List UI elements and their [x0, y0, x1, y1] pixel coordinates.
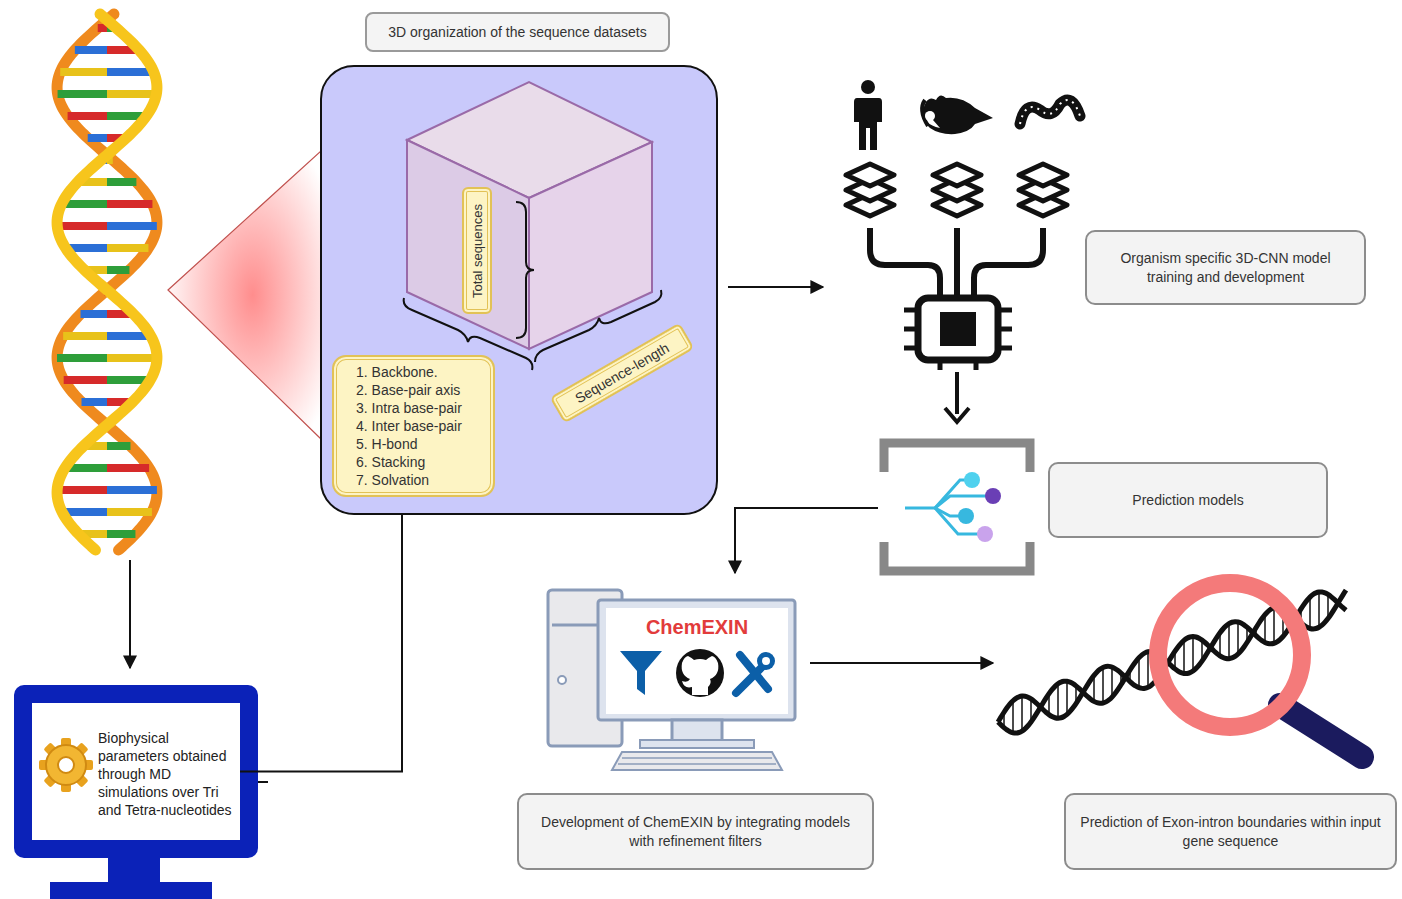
gear-icon	[32, 703, 102, 840]
list-item: 4. Inter base-pair	[356, 417, 485, 435]
helix-strand	[57, 14, 157, 550]
monitor-screen: Biophysical parameters obtained through …	[32, 703, 240, 840]
layer-icon	[846, 164, 894, 186]
human-icon	[854, 98, 882, 150]
helix-rung	[107, 222, 157, 230]
helix-rung	[57, 354, 107, 362]
label-text: Organism specific 3D-CNN model training …	[1101, 249, 1350, 287]
helix-rung	[1183, 640, 1185, 673]
tool-icons	[612, 645, 782, 701]
helix-rung	[88, 134, 107, 142]
helix-rung	[64, 376, 107, 384]
layer-icon	[1019, 164, 1067, 186]
helix-rung	[107, 90, 156, 98]
worm-icon	[1020, 100, 1080, 124]
arrow	[810, 662, 993, 664]
helix-rung	[81, 398, 107, 406]
helix-rung	[58, 90, 107, 98]
chip-icon	[904, 298, 1012, 370]
helix-rung	[1318, 592, 1320, 628]
helix-rung	[75, 46, 107, 54]
list-item: 7. Solvation	[356, 471, 485, 489]
helix-rung	[1102, 667, 1104, 703]
helix-rung	[57, 486, 107, 494]
helix-rung	[107, 508, 152, 516]
label-text: ChemEXIN	[646, 616, 748, 639]
rat-icon	[925, 111, 935, 121]
parameter-list: 1. Backbone.2. Base-pair axis3. Intra ba…	[332, 355, 495, 497]
helix-rung	[1147, 652, 1149, 688]
step-label: Prediction of Exon-intron boundaries wit…	[1064, 793, 1397, 870]
helix-rung	[107, 354, 157, 362]
helix-rung	[107, 530, 135, 538]
helix-rung	[107, 266, 129, 274]
helix-rung	[1066, 681, 1068, 714]
label-text: Prediction models	[1132, 491, 1243, 510]
cube-face	[529, 142, 652, 349]
helix-rung	[1309, 597, 1311, 629]
tool-screen: ChemEXIN	[606, 608, 788, 714]
step-label: Prediction models	[1048, 462, 1328, 538]
model-merge-lines	[870, 228, 1043, 298]
layer-stacks	[846, 164, 1067, 216]
helix-rung	[1192, 636, 1194, 671]
label-text: Biophysical parameters obtained through …	[98, 729, 232, 819]
label-text: Development of ChemEXIN by integrating m…	[533, 813, 858, 851]
helix-rung	[60, 68, 107, 76]
list-item: 2. Base-pair axis	[356, 381, 485, 399]
dna-helix	[57, 14, 157, 550]
label-text: Total sequences	[470, 204, 485, 298]
helix-strand	[57, 14, 157, 550]
brace	[404, 202, 662, 370]
layer-icon	[933, 164, 981, 186]
arrow	[129, 560, 131, 668]
list-item: 3. Intra base-pair	[356, 399, 485, 417]
arrow	[728, 286, 823, 288]
connector-arrow	[240, 498, 402, 772]
step-label: Organism specific 3D-CNN model training …	[1085, 230, 1366, 305]
worm-icon	[1020, 100, 1080, 124]
helix-rung	[107, 200, 152, 208]
monitor-neck	[108, 858, 160, 882]
computer	[548, 590, 795, 770]
organism-icons	[854, 80, 1080, 150]
monitor-frame	[14, 685, 258, 858]
helix-rung	[1057, 684, 1059, 719]
monitor-base	[50, 882, 212, 899]
list-item: 5. H-bond	[356, 435, 485, 453]
helix-rung	[57, 222, 107, 230]
helix-rung	[107, 486, 157, 494]
helix-rung	[1237, 622, 1239, 654]
wire	[258, 781, 268, 783]
helix-rung	[107, 442, 130, 450]
helix-rung	[1273, 607, 1275, 643]
step-label: Development of ChemEXIN by integrating m…	[517, 793, 874, 870]
monitor	[14, 685, 268, 899]
arrow-head	[945, 408, 969, 422]
panel-heading: 3D organization of the sequence datasets	[365, 12, 670, 52]
label-text: Prediction of Exon-intron boundaries wit…	[1080, 813, 1381, 851]
human-icon	[861, 80, 875, 94]
helix-rung	[1228, 624, 1230, 659]
helix-rung	[68, 112, 107, 120]
list-item: 1. Backbone.	[356, 363, 485, 381]
arrow	[735, 508, 878, 573]
label-text: Sequence-length	[572, 340, 672, 407]
list-item: 6. Stacking	[356, 453, 485, 471]
axis-label: Total sequences	[462, 187, 492, 314]
magnifier	[1158, 583, 1362, 757]
prediction-icon	[884, 443, 1030, 571]
helix-rung	[107, 244, 148, 252]
rat-icon	[923, 95, 993, 134]
helix-rung	[1012, 701, 1014, 733]
helix-rung	[63, 332, 107, 340]
helix-rung	[107, 178, 136, 186]
dataset-panel: 3D organization of the sequence datasets…	[320, 65, 718, 515]
helix-rung	[81, 310, 107, 318]
zoom-cone	[168, 150, 322, 440]
helix-rung	[1021, 696, 1023, 731]
cube-face	[407, 140, 529, 349]
helix-rung	[107, 464, 149, 472]
